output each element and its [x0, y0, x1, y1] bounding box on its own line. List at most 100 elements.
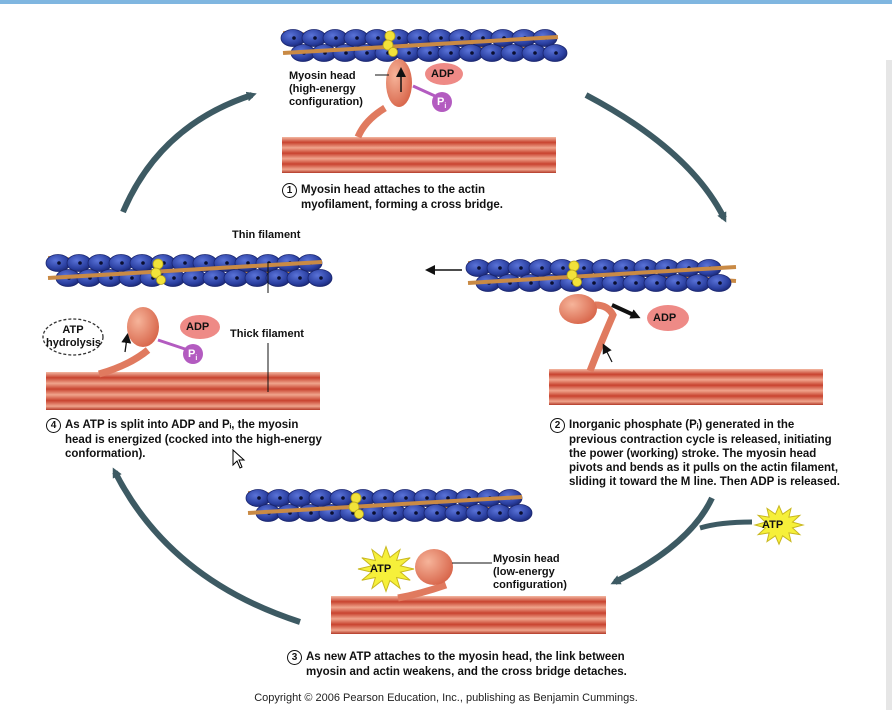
label-atp-incoming: ATP [762, 519, 784, 531]
tropomyosin-strand [282, 35, 559, 55]
actin-binding-site [481, 36, 485, 40]
troponin [156, 275, 166, 285]
myosin-neck-2 [586, 301, 617, 373]
atp-starburst-incoming [753, 504, 805, 546]
label-atp-attached: ATP [370, 563, 392, 575]
label-thin-filament: Thin filament [232, 229, 301, 241]
actin-binding-site [456, 511, 460, 515]
actin-binding-site [428, 51, 432, 55]
adp-bubble-1 [425, 63, 463, 85]
actin-binding-site [446, 496, 450, 500]
actin-binding-site [418, 36, 422, 40]
troponin [382, 39, 394, 51]
cycle-arrow-atp-in [699, 519, 753, 531]
actin-binding-site [362, 496, 366, 500]
actin-binding-site [498, 266, 502, 270]
actin-binding-site [613, 281, 617, 285]
actin-binding-site [393, 511, 397, 515]
atp-starburst [753, 504, 805, 546]
actin-binding-site [666, 266, 670, 270]
actin-binding-site [120, 261, 124, 265]
window-top-bar [0, 0, 892, 4]
actin-binding-site [582, 266, 586, 270]
actin-binding-site [519, 511, 523, 515]
actin-binding-site [277, 276, 281, 280]
actin-binding-site [592, 281, 596, 285]
label-atp-hydrolysis: ATP hydrolysis [46, 324, 102, 349]
atp-starburst-attached [357, 545, 415, 593]
tropomyosin-strand [47, 260, 323, 280]
cycle-arrow-3-4 [112, 467, 301, 625]
actin-binding-site [655, 281, 659, 285]
actin-binding-site [109, 276, 113, 280]
mouse-cursor-icon [232, 449, 246, 469]
thick-filament [331, 596, 606, 634]
label-pi-4: Pi [188, 348, 198, 363]
scrollbar[interactable] [886, 60, 892, 710]
actin-binding-site [292, 36, 296, 40]
actin-binding-site [603, 266, 607, 270]
actin-binding-site [204, 261, 208, 265]
actin-binding-site [278, 496, 282, 500]
cycle-arrow-4-1 [120, 91, 257, 214]
actin-binding-site [561, 266, 565, 270]
actin-binding-site [540, 266, 544, 270]
actin-binding-site [57, 261, 61, 265]
label-myosin-head-high: Myosin head (high-energy configuration) [289, 70, 363, 108]
thick-filament [282, 137, 556, 173]
actin-binding-site [470, 51, 474, 55]
label-pi-1: Pi [437, 96, 447, 111]
actin-binding-site [313, 36, 317, 40]
actin-binding-site [183, 261, 187, 265]
actin-binding-site [439, 36, 443, 40]
myosin-neck-1 [354, 104, 387, 139]
cycle-arrow-2-3 [610, 496, 715, 585]
atp-hydrolysis-bubble [42, 318, 104, 356]
adp-bubble-4 [180, 315, 220, 339]
pi-bubble-4 [183, 344, 203, 364]
actin-binding-site [425, 496, 429, 500]
actin-binding-site [299, 496, 303, 500]
actin-binding-site [407, 51, 411, 55]
actin-binding-site [718, 281, 722, 285]
panel-4-filaments [45, 254, 333, 410]
myosin-head-3 [415, 549, 453, 585]
panel-2-filaments [465, 259, 823, 405]
actin-binding-site [334, 36, 338, 40]
myosin-head-1 [386, 59, 412, 107]
myosin-neck-3 [397, 581, 448, 602]
actin-binding-site [320, 496, 324, 500]
label-adp-4: ADP [186, 321, 210, 333]
actin-binding-site [319, 276, 323, 280]
actin-binding-site [634, 281, 638, 285]
actin-binding-site [397, 36, 401, 40]
label-adp-2: ADP [653, 312, 677, 324]
actin-binding-site [99, 261, 103, 265]
actin-binding-site [383, 496, 387, 500]
actin-binding-site [676, 281, 680, 285]
actin-binding-site [298, 276, 302, 280]
actin-binding-site [257, 496, 261, 500]
tropomyosin-strand [247, 495, 523, 515]
actin-binding-site [246, 261, 250, 265]
copyright-notice: Copyright © 2006 Pearson Education, Inc.… [254, 692, 638, 704]
actin-binding-site [498, 511, 502, 515]
label-thick-filament: Thick filament [230, 328, 304, 340]
troponin [152, 258, 164, 270]
troponin [354, 509, 364, 519]
myosin-neck-4 [98, 347, 151, 378]
actin-binding-site [491, 51, 495, 55]
actin-binding-site [341, 496, 345, 500]
troponin [150, 267, 162, 279]
troponin [384, 30, 396, 42]
actin-binding-site [376, 36, 380, 40]
pi-bubble-1 [432, 92, 452, 112]
thick-filament [46, 372, 320, 410]
actin-binding-site [404, 496, 408, 500]
actin-binding-site [193, 276, 197, 280]
cycle-arrow-1-2 [584, 92, 727, 223]
actin-binding-site [519, 266, 523, 270]
